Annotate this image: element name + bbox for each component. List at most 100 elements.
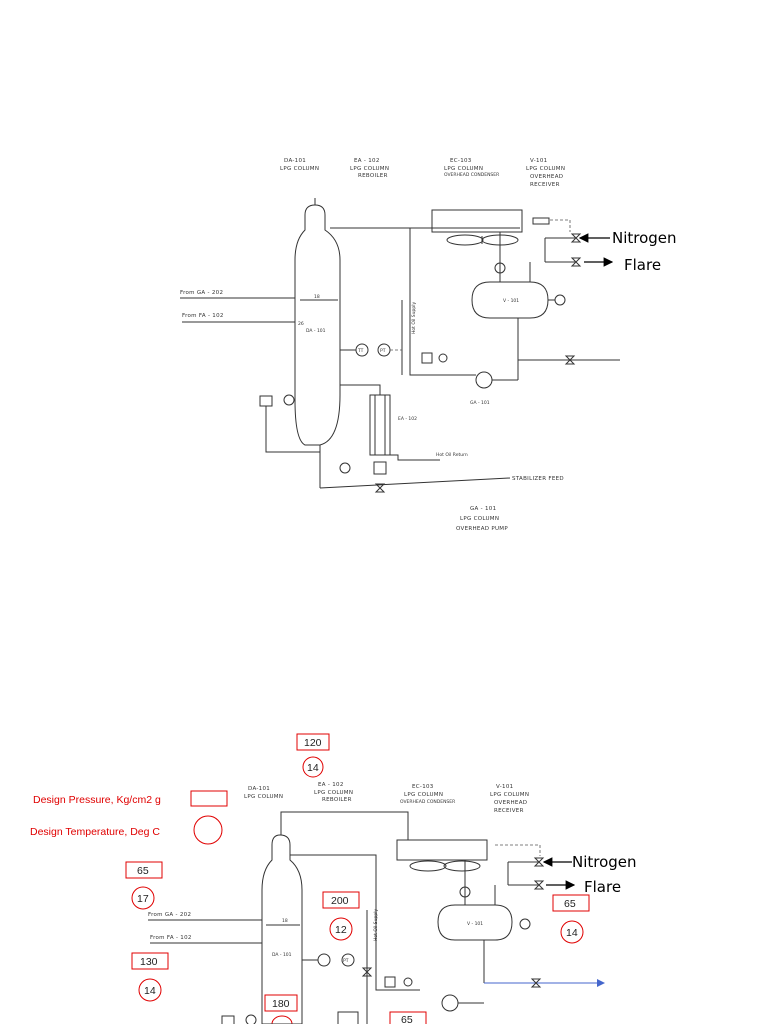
value-circle-mid xyxy=(329,917,353,941)
b-overhead-top xyxy=(280,811,409,835)
b-ti-instrument xyxy=(459,886,471,898)
ea102-tag: EA - 102 xyxy=(398,416,417,422)
label-reboiler-2: REBOILER xyxy=(358,173,388,179)
lc-signal xyxy=(265,406,320,453)
value-left-circle-1-text: 17 xyxy=(137,893,149,905)
b-pic-signal xyxy=(495,844,541,856)
label-lpg-column: LPG COLUMN xyxy=(280,166,319,172)
value-box-mid xyxy=(322,891,360,909)
valve-bottoms xyxy=(374,483,386,493)
from-ga-label: From GA - 202 xyxy=(180,290,223,296)
overhead-line xyxy=(330,227,470,376)
value-box-bottom-2 xyxy=(389,1011,427,1024)
b-label-v101-desc-1: LPG COLUMN xyxy=(490,792,529,798)
b-receiver-v101 xyxy=(437,904,513,941)
hot-oil-return-line xyxy=(390,454,440,461)
b-from-fa-label: From FA - 102 xyxy=(150,935,192,941)
b-label-reb-1: LPG COLUMN xyxy=(314,790,353,796)
receiver-v101 xyxy=(471,281,549,319)
tray-26: 26 xyxy=(298,321,304,327)
b-from-ga-label: From GA - 202 xyxy=(148,912,191,918)
b-flare-label: Flare xyxy=(584,878,621,896)
label-v101-desc-2: OVERHEAD xyxy=(530,174,563,180)
value-mid-circle-text: 12 xyxy=(335,924,347,936)
legend-design-pressure: Design Pressure, Kg/cm2 g xyxy=(33,794,161,806)
value-box-left-2 xyxy=(131,952,169,970)
value-circle-left-2 xyxy=(138,978,162,1002)
b-pt-circle xyxy=(341,953,355,967)
fic-bottom xyxy=(373,461,387,475)
tray-da101: DA - 101 xyxy=(306,328,326,334)
b-label-lpg-column: LPG COLUMN xyxy=(244,794,283,800)
pic-box xyxy=(532,217,550,225)
fic-box xyxy=(421,352,433,364)
ga101-bottom-desc-1: LPG COLUMN xyxy=(460,516,499,522)
b-tray-18: 18 xyxy=(282,918,288,924)
label-v101-desc-1: LPG COLUMN xyxy=(526,166,565,172)
value-circle-left-1 xyxy=(131,886,155,910)
stabilizer-feed-line xyxy=(319,477,511,489)
value-top-box-text: 120 xyxy=(304,737,322,749)
tt-text: TT xyxy=(357,348,364,354)
label-v101-desc-3: RECEIVER xyxy=(530,182,560,188)
label-ea102: EA - 102 xyxy=(354,158,380,164)
tray-18: 18 xyxy=(314,294,320,300)
value-bottom-box-2-text: 65 xyxy=(401,1014,413,1024)
valve-flare xyxy=(570,257,582,267)
legend-design-temperature: Design Temperature, Deg C xyxy=(30,826,160,838)
b-label-reb-2: REBOILER xyxy=(322,797,352,803)
flare-label: Flare xyxy=(624,256,661,274)
b-column-da101 xyxy=(261,834,303,1024)
b-valve-product xyxy=(530,978,542,988)
b-pt-text: PT xyxy=(343,958,349,964)
b-label-v101: V-101 xyxy=(496,784,513,790)
legend-pressure-box xyxy=(190,790,228,807)
value-circle-top xyxy=(302,756,324,778)
b-lt-column xyxy=(245,1014,257,1024)
label-reboiler-1: LPG COLUMN xyxy=(350,166,389,172)
hot-oil-return-label: Hot Oil Return xyxy=(436,452,468,458)
reboiler-ea102 xyxy=(369,394,391,456)
label-v101: V-101 xyxy=(530,158,547,164)
b-label-ec103-desc-2: OVERHEAD CONDENSER xyxy=(400,799,455,805)
b-label-da101: DA-101 xyxy=(248,786,270,792)
value-circle-right xyxy=(560,920,584,944)
value-bottom-box-1-text: 180 xyxy=(272,998,290,1010)
b-label-v101-desc-2: OVERHEAD xyxy=(494,800,527,806)
value-mid-box-text: 200 xyxy=(331,895,349,907)
label-da101: DA-101 xyxy=(284,158,306,164)
condenser-ec103 xyxy=(431,209,523,233)
value-box-top xyxy=(296,733,330,751)
fc-circle xyxy=(339,462,351,474)
b-valve-hot-oil xyxy=(361,967,373,977)
b-v101-vessel-label: V - 101 xyxy=(467,921,483,927)
value-box-right xyxy=(552,894,590,912)
b-label-ea102: EA - 102 xyxy=(318,782,344,788)
pic-signal xyxy=(550,219,571,232)
b-nitrogen-label: Nitrogen xyxy=(572,853,637,871)
column-da101 xyxy=(294,204,341,446)
b-hot-oil-supply-label: Hot Oil Supply xyxy=(373,909,379,941)
lt-receiver xyxy=(554,294,566,306)
valve-nitrogen xyxy=(570,233,582,243)
b-pump-ga101 xyxy=(441,994,459,1012)
label-ec103-desc-2: OVERHEAD CONDENSER xyxy=(444,172,499,178)
b-condenser-ec103 xyxy=(396,839,488,861)
bottom-diagram: Design Pressure, Kg/cm2 g Design Tempera… xyxy=(30,733,637,1024)
value-left-box-1-text: 65 xyxy=(137,865,149,877)
lic-box xyxy=(259,395,273,407)
b-fan-left xyxy=(409,860,447,872)
condenser-fan-left xyxy=(446,234,484,246)
pt-text: PT xyxy=(380,348,386,354)
value-right-circle-text: 14 xyxy=(566,927,578,939)
ga101-bottom-desc-2: OVERHEAD PUMP xyxy=(456,526,508,532)
label-ec103: EC-103 xyxy=(450,158,472,164)
label-ec103-desc-1: LPG COLUMN xyxy=(444,166,483,172)
value-top-circle-text: 14 xyxy=(307,762,319,774)
ga101-label: GA - 101 xyxy=(470,400,490,406)
b-fic-box xyxy=(384,976,396,988)
v101-vessel-label: V - 101 xyxy=(503,298,519,304)
b-valve-flare xyxy=(533,880,545,890)
ti-instrument xyxy=(494,262,506,274)
reboiler-return xyxy=(340,384,381,395)
